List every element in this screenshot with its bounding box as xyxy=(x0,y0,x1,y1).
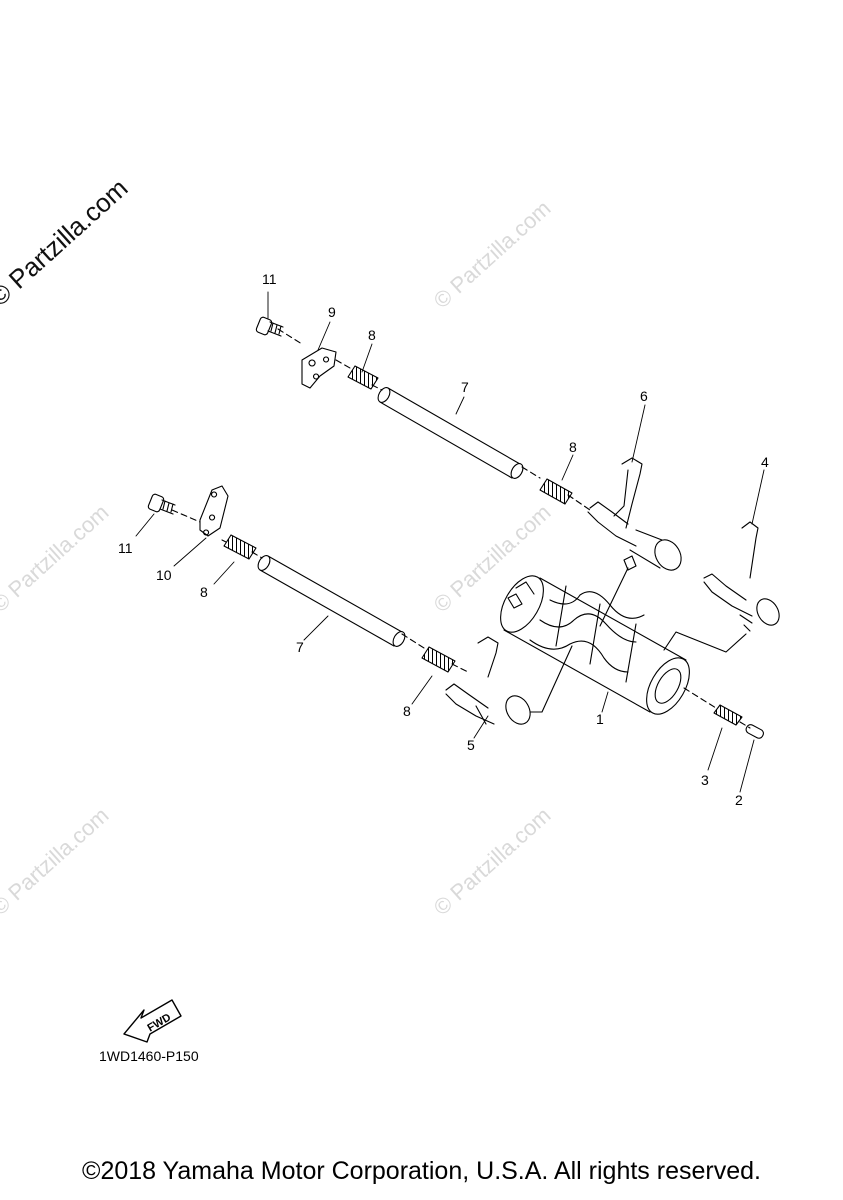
spring-8-a xyxy=(347,365,379,390)
leader-lines xyxy=(135,291,765,793)
pin-2 xyxy=(745,724,764,739)
callout-9: 9 xyxy=(328,304,336,320)
callout-7-upper: 7 xyxy=(461,379,469,395)
copyright-notice: ©2018 Yamaha Motor Corporation, U.S.A. A… xyxy=(82,1157,761,1185)
spring-8-b xyxy=(539,478,573,505)
callout-3: 3 xyxy=(701,772,709,788)
alignment-lines xyxy=(171,328,751,729)
bracket-9 xyxy=(301,347,337,389)
shaft-7-upper xyxy=(377,387,524,479)
shift-drum-1 xyxy=(500,575,690,715)
callout-4: 4 xyxy=(761,454,769,470)
fwd-arrow-icon: FWD xyxy=(123,999,182,1043)
bracket-10 xyxy=(199,485,229,537)
spring-3 xyxy=(713,704,743,726)
spring-8-d xyxy=(421,646,456,673)
callout-8-d: 8 xyxy=(403,703,411,719)
bolt-11-upper xyxy=(255,316,284,337)
callout-1: 1 xyxy=(596,711,604,727)
shift-fork-6 xyxy=(587,457,682,571)
callout-8-c: 8 xyxy=(200,584,208,600)
shaft-7-lower xyxy=(257,555,406,647)
shift-fork-5 xyxy=(445,636,531,725)
diagram-code: 1WD1460-P150 xyxy=(99,1048,199,1064)
callout-6: 6 xyxy=(640,388,648,404)
callout-11-upper: 11 xyxy=(262,271,277,287)
callout-11-lower: 11 xyxy=(118,540,133,556)
callout-7-lower: 7 xyxy=(296,639,304,655)
bolt-11-lower xyxy=(147,493,176,515)
spring-8-c xyxy=(223,534,257,560)
shift-fork-4 xyxy=(703,521,780,632)
callout-10: 10 xyxy=(156,567,172,583)
engagement-lines xyxy=(529,567,747,713)
callout-2: 2 xyxy=(735,792,743,808)
callout-8-b: 8 xyxy=(569,439,577,455)
callout-5: 5 xyxy=(467,737,475,753)
callout-8-a: 8 xyxy=(368,327,376,343)
